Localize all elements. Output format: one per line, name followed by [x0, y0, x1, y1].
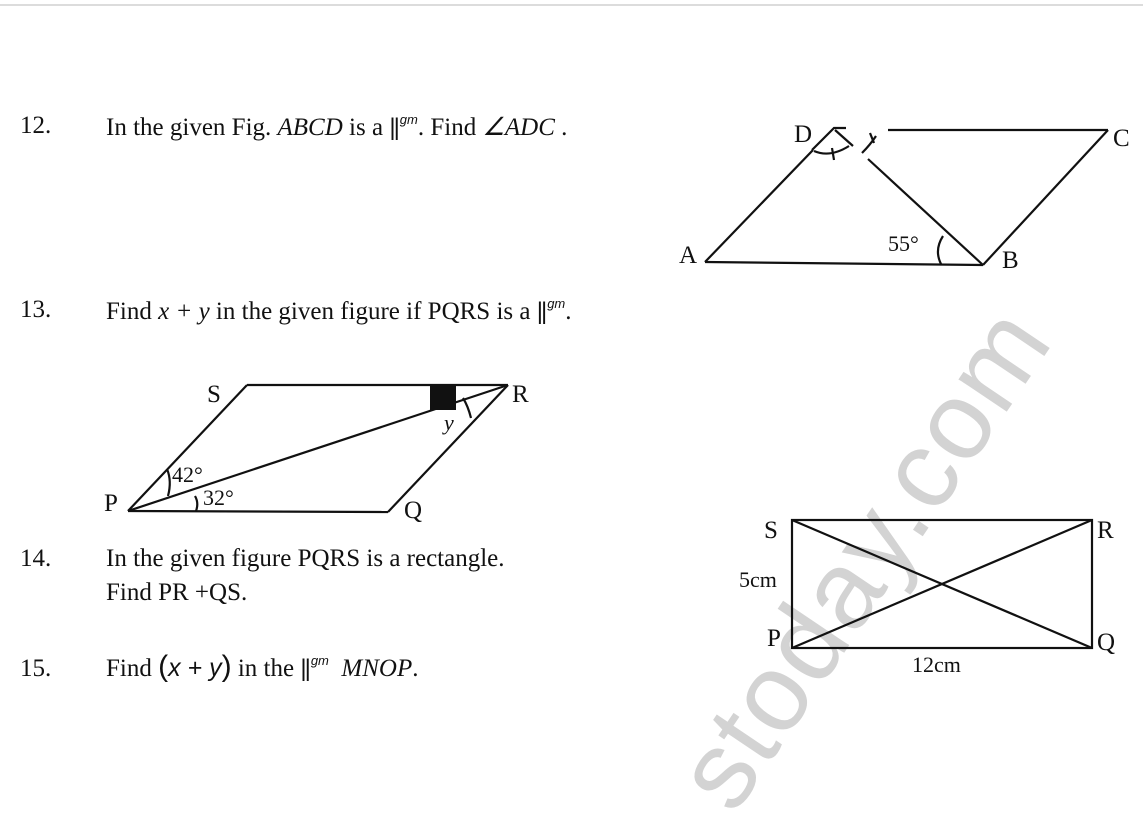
angle-32: 32°	[203, 485, 234, 510]
label-Q: Q	[1097, 629, 1115, 656]
q12-number: 12.	[20, 112, 52, 139]
parallel-symbol: ||	[389, 114, 400, 141]
top-divider	[0, 4, 1143, 6]
q14-number: 14.	[20, 545, 52, 572]
angle-55: 55°	[888, 231, 919, 256]
q14-line1: In the given figure PQRS is a rectangle.	[106, 545, 505, 572]
figures-layer: D C A B 55° S R P Q 42° 32° y S R P Q 5c…	[104, 121, 1130, 677]
parallel-symbol: ||	[536, 298, 548, 325]
label-D: D	[794, 121, 812, 148]
q12-text: In the given Fig. ABCD is a ||gm. Find ∠…	[106, 112, 568, 141]
label-P: P	[104, 490, 118, 517]
q14-line2: Find PR +QS.	[106, 579, 248, 606]
q13-number: 13.	[20, 296, 52, 323]
side-5cm: 5cm	[739, 567, 777, 592]
angle-y: y	[442, 410, 454, 435]
label-P: P	[767, 625, 781, 652]
base-12cm: 12cm	[912, 652, 961, 677]
parallel-symbol: ||	[300, 655, 311, 682]
figure-12-parallelogram	[704, 126, 1109, 267]
angle-42: 42°	[172, 462, 203, 487]
label-R: R	[512, 381, 529, 408]
q15-text: Find (x + y) in the ||gm MNOP.	[106, 650, 419, 683]
right-angle-marker	[430, 384, 456, 410]
label-B: B	[1002, 247, 1019, 274]
label-A: A	[679, 242, 697, 269]
label-S: S	[207, 381, 221, 408]
label-C: C	[1113, 125, 1130, 152]
q15-number: 15.	[20, 655, 52, 682]
figure-14-rectangle	[790, 518, 1094, 650]
label-R: R	[1097, 517, 1114, 544]
label-Q: Q	[404, 497, 422, 524]
q13-text: Find x + y in the given figure if PQRS i…	[106, 296, 572, 325]
label-S: S	[764, 517, 778, 544]
